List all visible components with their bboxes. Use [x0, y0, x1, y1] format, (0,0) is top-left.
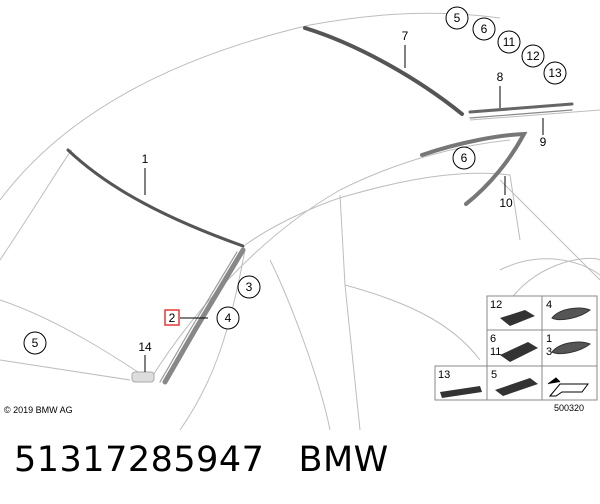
inset-4: 4	[546, 299, 552, 311]
inset-3: 3	[546, 346, 552, 358]
leader-lines	[144, 45, 544, 372]
callout-4: 4	[225, 311, 232, 325]
copyright-text: © 2019 BMW AG	[4, 405, 73, 415]
inset-12: 12	[490, 299, 502, 311]
a-pillar-trim	[162, 247, 246, 385]
callout-10: 10	[499, 196, 513, 210]
trim-strip-9	[469, 109, 573, 119]
trim-strip-8	[468, 102, 574, 114]
part-14	[131, 371, 155, 383]
trim-parts	[66, 26, 574, 385]
diagram-ref-number: 500320	[554, 403, 585, 413]
callout-2: 2	[169, 311, 176, 325]
highlight-box	[164, 309, 180, 326]
inset-11: 11	[490, 346, 501, 358]
part-number: 51317285947	[14, 440, 265, 480]
callout-13: 13	[548, 66, 562, 80]
callout-7: 7	[402, 29, 409, 43]
inset-6: 6	[490, 333, 496, 345]
callout-circles	[23, 6, 567, 355]
car-outline	[0, 12, 600, 430]
callout-5-left: 5	[32, 336, 39, 350]
callout-12: 12	[526, 49, 540, 63]
callout-9: 9	[540, 135, 547, 149]
callout-5-top: 5	[454, 11, 461, 25]
callout-8: 8	[497, 70, 504, 84]
inset-5: 5	[491, 369, 497, 381]
callout-1: 1	[142, 152, 149, 166]
callout-3: 3	[246, 280, 253, 294]
callout-6-mid: 6	[461, 151, 468, 165]
roof-trim-7	[303, 26, 464, 116]
inset-13: 13	[438, 369, 450, 381]
callout-11: 11	[503, 35, 516, 49]
callout-14: 14	[138, 340, 152, 354]
inset-grid	[434, 295, 598, 401]
window-trim-10	[420, 131, 528, 206]
callout-6-top: 6	[481, 22, 488, 36]
windshield-trim-1	[66, 148, 245, 248]
part-title: 51317285947 BMW	[14, 440, 423, 480]
parts-diagram: 1 7 8 9 10 14 2 5 3 4 6 5 6 11 12 13 12 …	[0, 6, 600, 430]
brand-name: BMW	[298, 440, 389, 480]
inset-1: 1	[546, 333, 552, 345]
